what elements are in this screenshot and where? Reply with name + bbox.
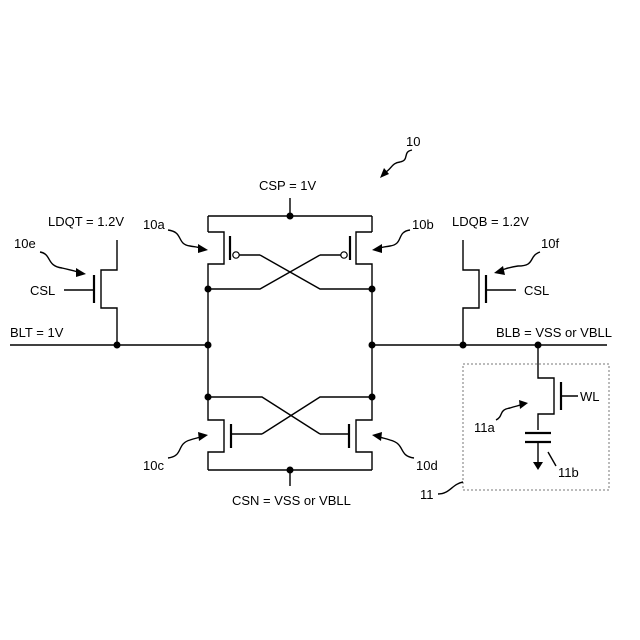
label-csl-left: CSL [30, 283, 55, 298]
leader-10c [168, 437, 200, 458]
label-10a: 10a [143, 217, 165, 232]
leader-10e [40, 252, 78, 272]
label-11b: 11b [558, 465, 579, 480]
leader-10d [380, 437, 414, 458]
label-11a: 11a [474, 420, 495, 435]
leader-10a [168, 230, 200, 248]
label-10e: 10e [14, 236, 36, 251]
label-circuit-ref: 10 [406, 134, 420, 149]
node-blb-sa [369, 342, 376, 349]
label-10b: 10b [412, 217, 434, 232]
label-10f: 10f [541, 236, 559, 251]
wire-cross-top [208, 255, 372, 289]
arrowhead-circuit-ref [380, 168, 389, 178]
cell-access-transistor-11a [538, 345, 578, 430]
leader-10f [502, 252, 540, 270]
label-11: 11 [420, 487, 434, 502]
arrowhead-10d [372, 432, 382, 441]
leader-10b [380, 230, 410, 248]
label-blb: BLB = VSS or VBLL [496, 325, 612, 340]
label-csn: CSN = VSS or VBLL [232, 493, 351, 508]
pmos-transistor-10b [320, 232, 372, 289]
nmos-transistor-10e [64, 240, 117, 345]
arrowhead-10c [198, 432, 208, 441]
arrowhead-11a [519, 400, 528, 409]
label-10c: 10c [143, 458, 164, 473]
label-blt: BLT = 1V [10, 325, 64, 340]
arrowhead-10b [372, 244, 382, 253]
wire-cross-bottom [208, 397, 372, 434]
arrowhead-10f [494, 266, 505, 275]
leader-11a [496, 405, 520, 420]
nmos-transistor-10d [320, 397, 372, 470]
node-csp [287, 213, 294, 220]
label-wl: WL [580, 389, 600, 404]
cell-capacitor-11b [525, 433, 551, 470]
nmos-transistor-10c [208, 397, 262, 470]
label-10d: 10d [416, 458, 438, 473]
pmos-transistor-10a [208, 232, 260, 289]
leader-11 [438, 482, 463, 494]
label-ldqb: LDQB = 1.2V [452, 214, 529, 229]
leader-circuit-ref [386, 150, 412, 172]
label-csl-right: CSL [524, 283, 549, 298]
arrowhead-10a [198, 244, 208, 253]
label-csp: CSP = 1V [259, 178, 317, 193]
node-blt-sa [205, 342, 212, 349]
label-ldqt: LDQT = 1.2V [48, 214, 124, 229]
arrowhead-10e [76, 268, 86, 277]
leader-11b [548, 452, 556, 466]
node-csn [287, 467, 294, 474]
